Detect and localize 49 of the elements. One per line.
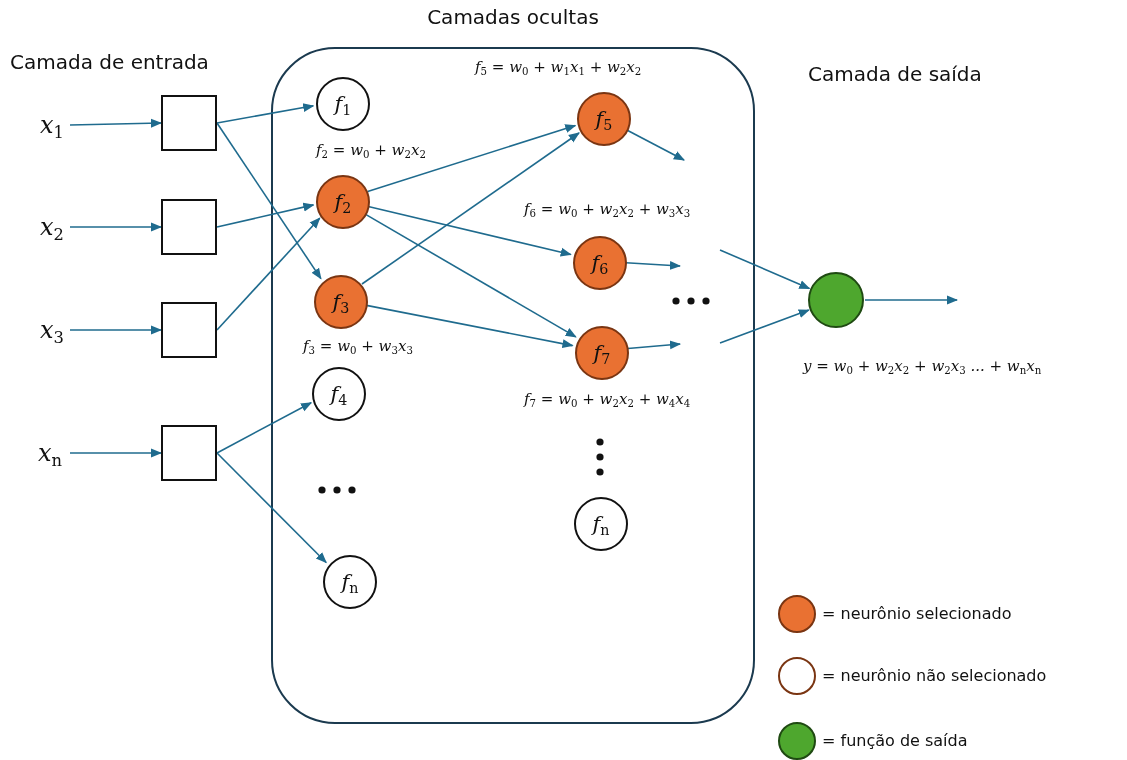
formula-text: f$_{5}$ = w$_{0}$ + w$_{1}$x$_{1}$ + w$_{2}$x$_{2}$ xyxy=(475,58,642,76)
neuron-circle: f$_{n}$ xyxy=(574,497,628,551)
formula-text: f$_{6}$ = w$_{0}$ + w$_{2}$x$_{2}$ + w$_{3}$x$_{3}$ xyxy=(524,200,691,218)
input-variable: x$_{3}$ xyxy=(34,313,70,347)
formula-text: f$_{2}$ = w$_{0}$ + w$_{2}$x$_{2}$ xyxy=(316,141,426,159)
neuron-circle: f$_{6}$ xyxy=(573,236,627,290)
neuron-circle: f$_{n}$ xyxy=(323,555,377,609)
arrow xyxy=(366,124,577,193)
arrow xyxy=(69,325,163,335)
arrow xyxy=(864,295,959,305)
arrow xyxy=(626,129,685,161)
arrow xyxy=(361,132,580,285)
formula-text: y = w$_{0}$ + w$_{2}$x$_{2}$ + w$_{2}$x$_{3}$ ... + w$_{n}$x$_{n}$ xyxy=(803,357,1042,375)
neuron-circle: f$_{4}$ xyxy=(312,367,366,421)
neuron-circle: f$_{1}$ xyxy=(316,77,370,131)
output-circle xyxy=(808,272,864,328)
input-variable: x$_{2}$ xyxy=(34,210,70,244)
input-box xyxy=(161,95,217,151)
input-variable: x$_{n}$ xyxy=(30,436,70,470)
layer-label: Camada de saída xyxy=(808,62,982,86)
panel-title: Camadas ocultas xyxy=(426,5,600,29)
arrow xyxy=(719,309,810,344)
neuron-circle: f$_{5}$ xyxy=(577,92,631,146)
arrow xyxy=(364,213,577,338)
legend-label: = função de saída xyxy=(822,731,968,750)
formula-text: f$_{3}$ = w$_{0}$ + w$_{3}$x$_{3}$ xyxy=(303,337,413,355)
legend-label: = neurônio não selecionado xyxy=(822,666,1047,685)
layer-label: Camada de entrada xyxy=(10,50,209,74)
arrow xyxy=(69,448,163,458)
arrow xyxy=(216,202,315,228)
arrow xyxy=(216,217,321,331)
input-box xyxy=(161,199,217,255)
neuron-circle: f$_{3}$ xyxy=(314,275,368,329)
arrow xyxy=(216,103,315,124)
input-variable: x$_{1}$ xyxy=(34,108,70,142)
arrow xyxy=(627,340,682,350)
arrow xyxy=(216,452,327,564)
arrow xyxy=(719,249,811,290)
neuron-circle: f$_{2}$ xyxy=(316,175,370,229)
arrow xyxy=(625,260,682,270)
input-box xyxy=(161,425,217,481)
arrow xyxy=(216,122,322,280)
arrow xyxy=(216,401,313,454)
arrow xyxy=(69,118,163,128)
legend-label: = neurônio selecionado xyxy=(822,604,1012,623)
input-box xyxy=(161,302,217,358)
arrow xyxy=(69,222,163,232)
formula-text: f$_{7}$ = w$_{0}$ + w$_{2}$x$_{2}$ + w$_{4}$x$_{4}$ xyxy=(524,390,691,408)
neuron-circle: f$_{7}$ xyxy=(575,326,629,380)
